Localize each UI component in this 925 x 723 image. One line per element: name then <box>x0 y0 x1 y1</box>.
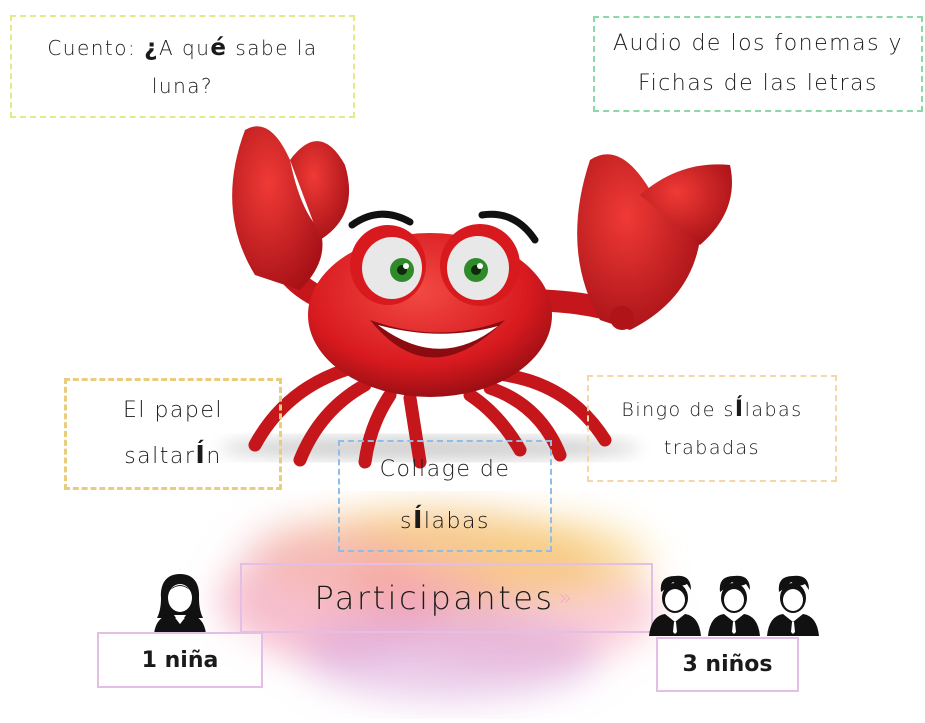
card-bingo: Bingo de sÍlabas trabadas <box>587 375 837 482</box>
participants-title: Participantes <box>314 579 555 617</box>
boys-count-label: 3 niños <box>656 637 799 692</box>
cuento-prefix: Cuento: <box>47 35 145 60</box>
audio-line2: Fichas de las letras <box>638 71 878 96</box>
cuento-text-a: ¿ <box>144 34 159 61</box>
collage-line1: Collage de <box>379 457 511 482</box>
papel-line2c: n <box>206 444 222 469</box>
collage-line2b: Í <box>413 505 424 534</box>
card-collage: Collage de sÍlabas <box>338 440 552 552</box>
boys-count-text: 3 niños <box>682 652 773 677</box>
card-papel-saltarin: El papel saltarÍn <box>64 378 282 490</box>
boy-avatar-icon <box>767 575 819 636</box>
double-chevron-icon: » <box>558 585 575 611</box>
boy-avatar-icon <box>708 575 760 636</box>
bingo-line1b: Í <box>734 396 745 422</box>
cuento-text-d: sabe la luna? <box>151 35 318 98</box>
girl-avatar-icon <box>154 574 206 634</box>
cuento-text-b: A qu <box>158 35 211 60</box>
papel-line1: El papel <box>122 398 224 423</box>
collage-line2c: labas <box>423 509 490 534</box>
bingo-line1c: labas <box>744 398 803 421</box>
collage-line2a: s <box>400 509 413 534</box>
girls-count-label: 1 niña <box>97 632 263 688</box>
girls-count-text: 1 niña <box>141 647 219 673</box>
card-cuento: Cuento: ¿A qué sabe la luna? <box>10 15 355 118</box>
papel-line2b: Í <box>195 440 207 469</box>
card-audio: Audio de los fonemas y Fichas de las let… <box>593 16 923 112</box>
boy-avatar-icon <box>649 575 701 636</box>
cuento-text-c: é <box>210 34 228 61</box>
audio-line1: Audio de los fonemas y <box>612 31 904 56</box>
bingo-line1a: Bingo de s <box>621 398 735 421</box>
bingo-line2: trabadas <box>663 436 761 459</box>
participants-title-box: Participantes» <box>240 563 653 633</box>
papel-line2a: saltar <box>124 444 196 469</box>
